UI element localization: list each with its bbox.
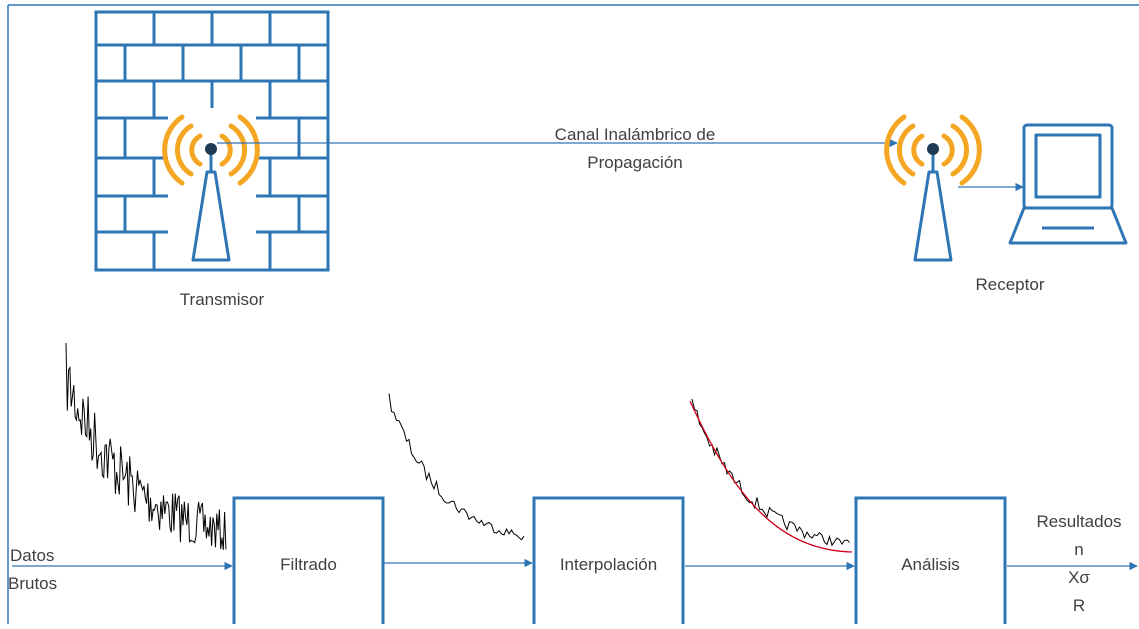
fit-curve <box>689 400 853 553</box>
receiver-antenna-icon <box>884 114 982 262</box>
raw-data-label-line1: Datos <box>10 546 55 565</box>
filter-block <box>232 496 385 629</box>
antenna-tower-icon <box>162 114 260 262</box>
raw-data-trace <box>65 342 227 550</box>
interpolation-block <box>532 496 685 629</box>
filtered-data-trace <box>388 393 525 541</box>
filter-block-label: Filtrado <box>280 555 337 574</box>
results-item-n: n <box>1074 540 1084 559</box>
interpolated-data-trace <box>691 398 850 547</box>
results-item-r: R <box>1072 596 1086 615</box>
transmitter-label: Transmisor <box>179 290 265 309</box>
brick-wall-icon <box>94 10 330 272</box>
results-title: Resultados <box>1036 512 1122 531</box>
laptop-icon <box>1008 123 1128 245</box>
receiver-signal-icon <box>884 114 982 186</box>
raw-data-label-line2: Brutos <box>8 574 58 593</box>
receiver-label: Receptor <box>975 275 1045 294</box>
channel-label-line1: Canal Inalámbrico de <box>554 125 716 144</box>
analysis-block <box>854 496 1007 629</box>
results-item-xsigma: Xσ <box>1068 568 1090 587</box>
channel-label-line2: Propagación <box>587 153 683 172</box>
interpolation-block-label: Interpolación <box>559 555 658 574</box>
analysis-block-label: Análisis <box>901 555 960 574</box>
wireless-signal-icon <box>162 114 260 186</box>
